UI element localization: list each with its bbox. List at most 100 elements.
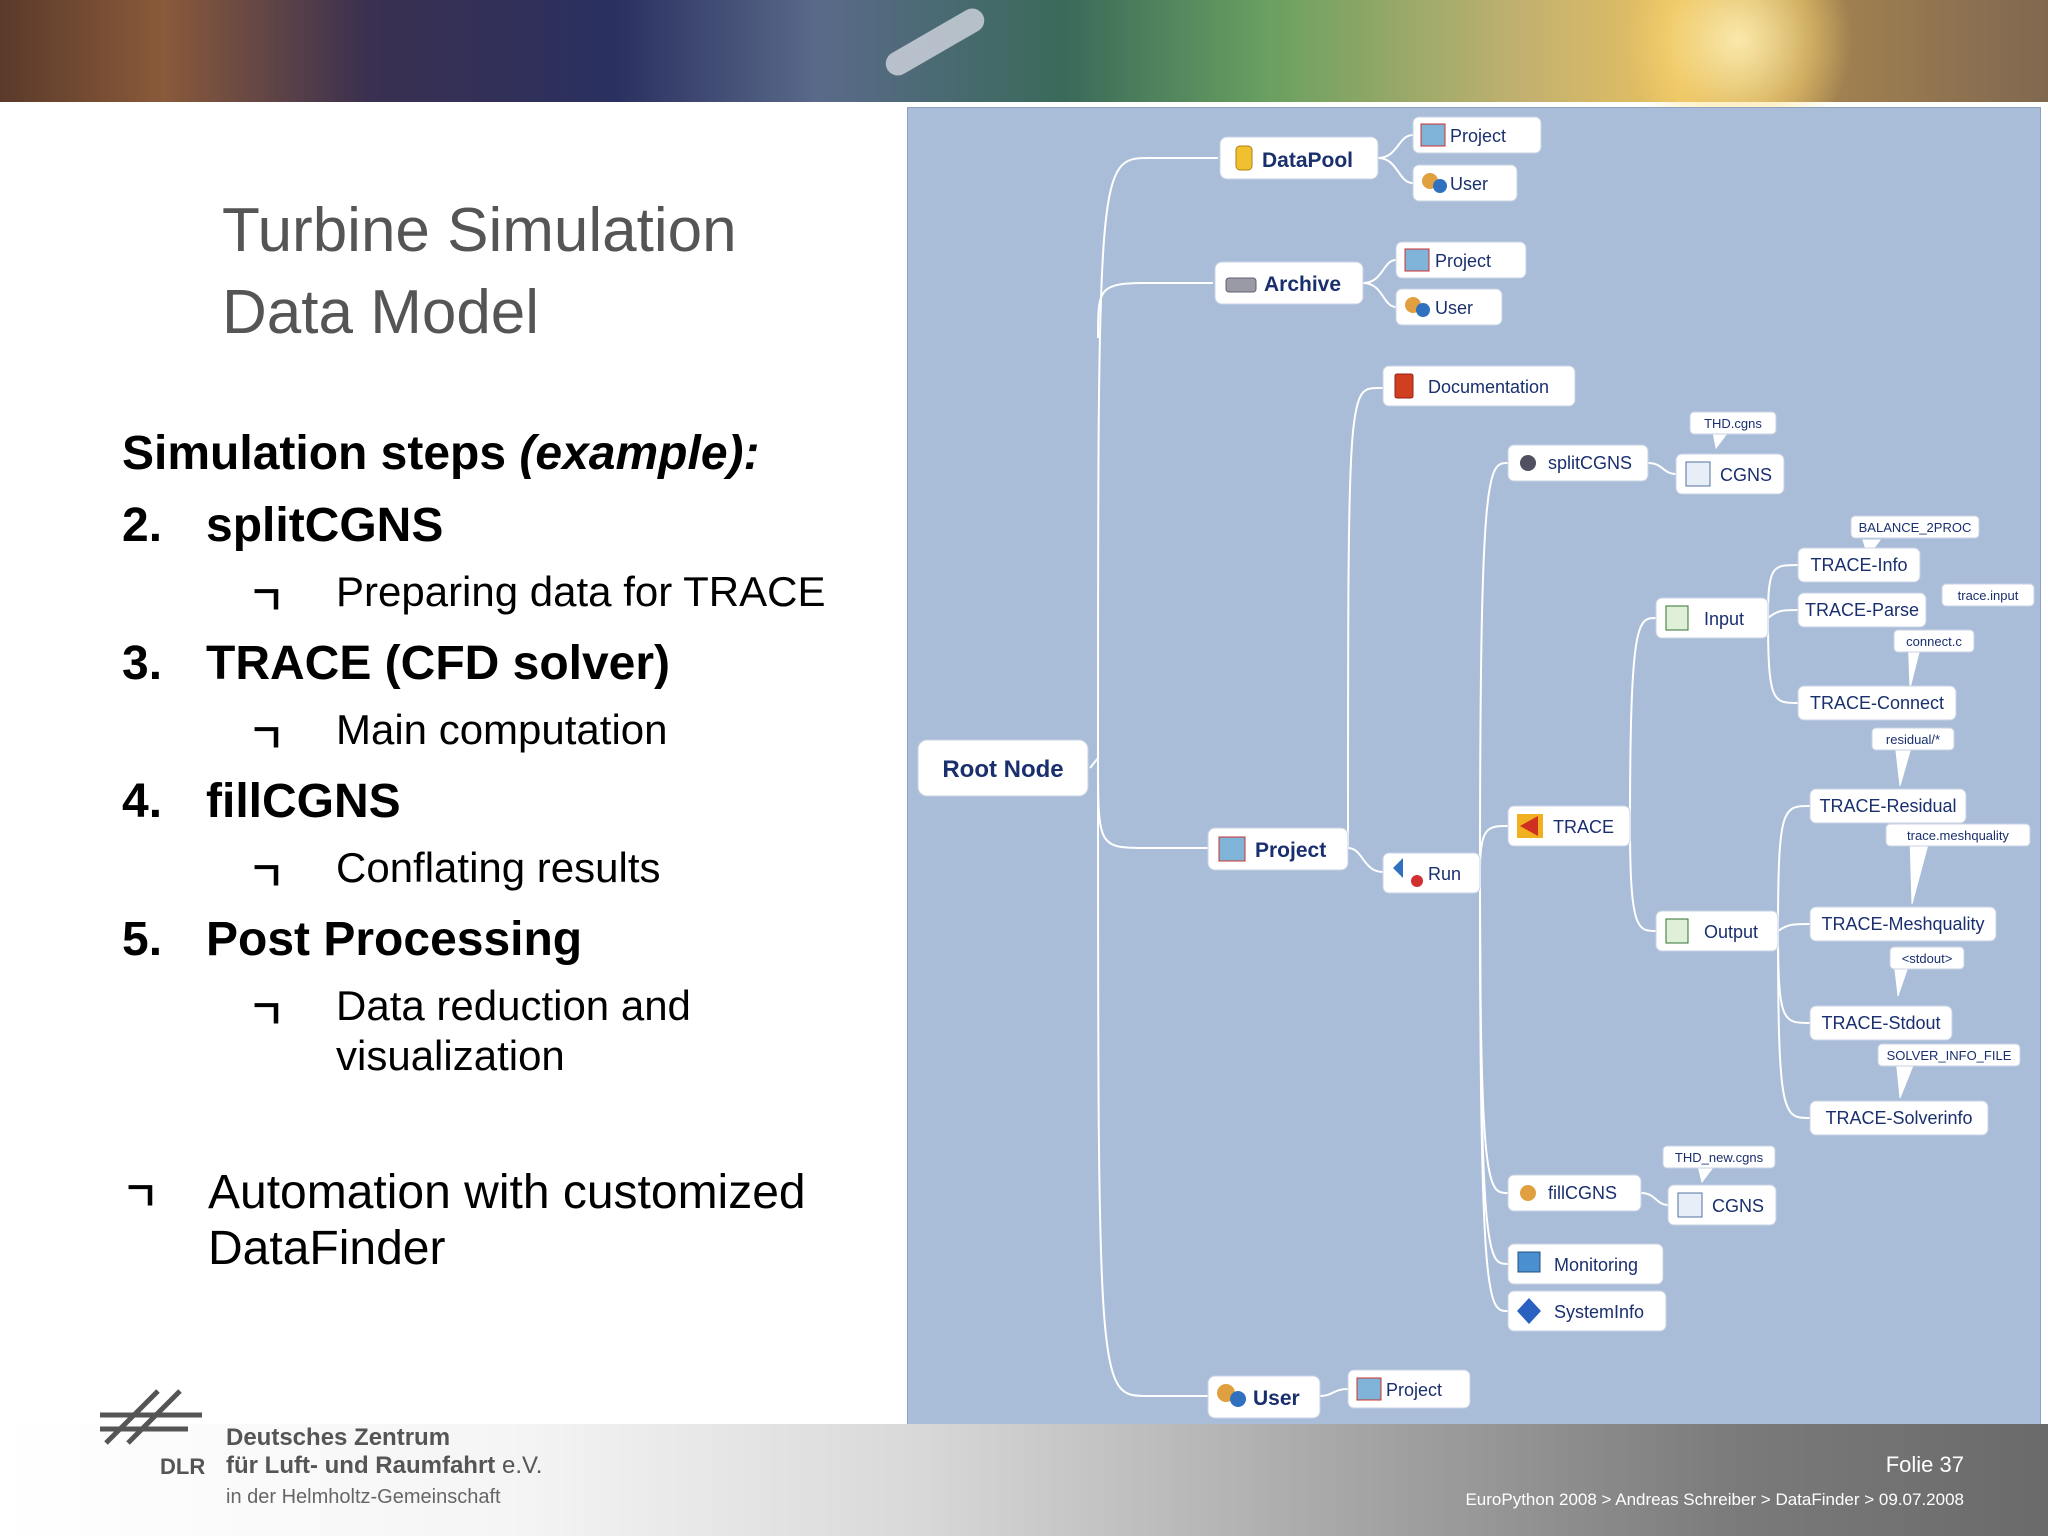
callout-thd-cgns: THD.cgns — [1689, 411, 1777, 435]
merge-icon — [1520, 1185, 1536, 1201]
node-project[interactable]: Project — [1207, 827, 1349, 871]
org-name-suffix: e.V. — [501, 1452, 543, 1479]
node-trace-solverinfo[interactable]: TRACE-Solverinfo — [1809, 1100, 1989, 1136]
node-output[interactable]: Output — [1655, 910, 1779, 952]
node-archive-user[interactable]: User — [1395, 288, 1503, 326]
connectors — [1089, 134, 1811, 1398]
step-label: Post Processing — [206, 913, 583, 966]
node-run[interactable]: Run — [1382, 852, 1481, 894]
node-trace-residual[interactable]: TRACE-Residual — [1809, 788, 1967, 824]
project-icon — [1356, 1377, 1382, 1401]
callout-meshquality-label: trace.meshquality — [1907, 828, 2009, 843]
callout-connect-c-label: connect.c — [1906, 634, 1962, 649]
callout-connect-c: connect.c — [1893, 629, 1975, 653]
node-archive-project[interactable]: Project — [1395, 241, 1527, 279]
org-name-line3: in der Helmholtz-Gemeinschaft — [226, 1486, 501, 1508]
footer-bar: Folie 37 EuroPython 2008 > Andreas Schre… — [0, 1424, 2048, 1536]
node-trace-info-label: TRACE-Info — [1810, 555, 1907, 575]
archive-icon — [1225, 277, 1257, 293]
node-trace-connect-label: TRACE-Connect — [1810, 693, 1944, 713]
node-trace-stdout-label: TRACE-Stdout — [1821, 1013, 1940, 1033]
callout-balance: BALANCE_2PROC — [1850, 515, 1980, 539]
node-archive-project-label: Project — [1435, 251, 1491, 271]
node-datapool-user[interactable]: User — [1412, 164, 1518, 202]
callout-residual-label: residual/* — [1886, 732, 1940, 747]
node-user-project[interactable]: Project — [1347, 1369, 1471, 1409]
node-datapool-label: DataPool — [1262, 149, 1353, 172]
dlr-logo-text: DLR — [160, 1454, 206, 1479]
node-archive-label: Archive — [1264, 273, 1341, 296]
node-cgns-2-label: CGNS — [1712, 1196, 1764, 1216]
node-monitoring[interactable]: Monitoring — [1507, 1243, 1664, 1285]
node-root[interactable]: Root Node — [917, 739, 1089, 797]
run-icon — [1393, 858, 1403, 878]
node-trace-meshquality-label: TRACE-Meshquality — [1821, 914, 1984, 934]
callout-residual: residual/* — [1871, 727, 1955, 751]
project-icon — [1404, 248, 1430, 272]
node-cgns-2[interactable]: CGNS — [1667, 1184, 1777, 1226]
step-number: 2. — [122, 499, 163, 552]
callout-balance-label: BALANCE_2PROC — [1859, 520, 1972, 535]
node-trace-residual-label: TRACE-Residual — [1819, 796, 1956, 816]
step-description: Main computation — [336, 706, 668, 753]
step-number: 5. — [122, 913, 163, 966]
footer-breadcrumb: EuroPython 2008 > Andreas Schreiber > Da… — [1465, 1490, 1964, 1509]
node-trace-stdout[interactable]: TRACE-Stdout — [1809, 1005, 1953, 1041]
arrow-bullet-icon: ㄱ — [122, 1175, 159, 1219]
node-user-label: User — [1253, 1387, 1300, 1410]
aircraft-image — [881, 4, 989, 80]
arrow-bullet-icon: ㄱ — [248, 993, 285, 1037]
arrow-bullet-icon: ㄱ — [248, 717, 285, 761]
node-trace-info[interactable]: TRACE-Info — [1797, 547, 1921, 583]
org-name-line2: für Luft- und Raumfahrt e.V. — [226, 1452, 542, 1480]
slide-title-line1: Turbine Simulation — [222, 196, 737, 265]
node-trace-connect[interactable]: TRACE-Connect — [1797, 685, 1957, 721]
node-datapool-user-label: User — [1450, 174, 1488, 194]
step-description-cont: visualization — [336, 1032, 565, 1079]
node-archive[interactable]: Archive — [1214, 261, 1364, 305]
node-systeminfo[interactable]: SystemInfo — [1507, 1290, 1667, 1332]
callout-solver-info: SOLVER_INFO_FILE — [1877, 1043, 2021, 1067]
node-trace-meshquality[interactable]: TRACE-Meshquality — [1809, 906, 1997, 942]
step-number: 3. — [122, 637, 163, 690]
node-root-label: Root Node — [942, 756, 1063, 783]
node-cgns-1[interactable]: CGNS — [1675, 453, 1785, 495]
step-description: Data reduction and — [336, 982, 691, 1029]
steps-heading-text: Simulation steps — [122, 427, 507, 480]
step-description: Preparing data for TRACE — [336, 568, 826, 615]
node-fillcgns[interactable]: fillCGNS — [1507, 1174, 1642, 1212]
node-documentation[interactable]: Documentation — [1382, 365, 1576, 407]
book-icon — [1394, 373, 1414, 399]
org-name-line2-text: für Luft- und Raumfahrt — [226, 1452, 496, 1479]
step-number: 4. — [122, 775, 163, 828]
node-archive-user-label: User — [1435, 298, 1473, 318]
automation-line1: Automation with customized — [208, 1166, 806, 1219]
org-name-line1: Deutsches Zentrum — [226, 1424, 451, 1451]
node-trace[interactable]: TRACE — [1507, 805, 1631, 847]
data-model-mindmap: Root Node DataPool Project User Archive … — [907, 107, 2041, 1425]
info-icon — [1517, 1298, 1541, 1324]
header-banner — [0, 0, 2048, 140]
node-user[interactable]: User — [1207, 1375, 1321, 1419]
node-datapool-project-label: Project — [1450, 126, 1506, 146]
node-datapool-project[interactable]: Project — [1412, 116, 1542, 154]
callout-stdout: <stdout> — [1889, 946, 1965, 970]
output-icon — [1665, 918, 1689, 944]
node-cgns-1-label: CGNS — [1720, 465, 1772, 485]
step-label: TRACE (CFD solver) — [206, 637, 671, 690]
callout-trace-input: trace.input — [1941, 583, 2035, 607]
slide-number: Folie 37 — [1885, 1452, 1964, 1477]
node-input[interactable]: Input — [1655, 597, 1769, 639]
split-icon — [1520, 455, 1536, 471]
monitor-icon — [1517, 1251, 1541, 1273]
node-splitcgns[interactable]: splitCGNS — [1507, 444, 1649, 482]
arrow-bullet-icon: ㄱ — [248, 579, 285, 623]
node-trace-solverinfo-label: TRACE-Solverinfo — [1825, 1108, 1972, 1128]
node-trace-parse[interactable]: TRACE-Parse — [1797, 592, 1927, 628]
step-label: fillCGNS — [206, 775, 401, 828]
node-datapool[interactable]: DataPool — [1219, 136, 1379, 180]
node-trace-parse-label: TRACE-Parse — [1805, 600, 1919, 620]
callout-thd-new-cgns: THD_new.cgns — [1662, 1145, 1776, 1169]
edit-icon — [1685, 461, 1711, 487]
database-icon — [1235, 145, 1253, 171]
